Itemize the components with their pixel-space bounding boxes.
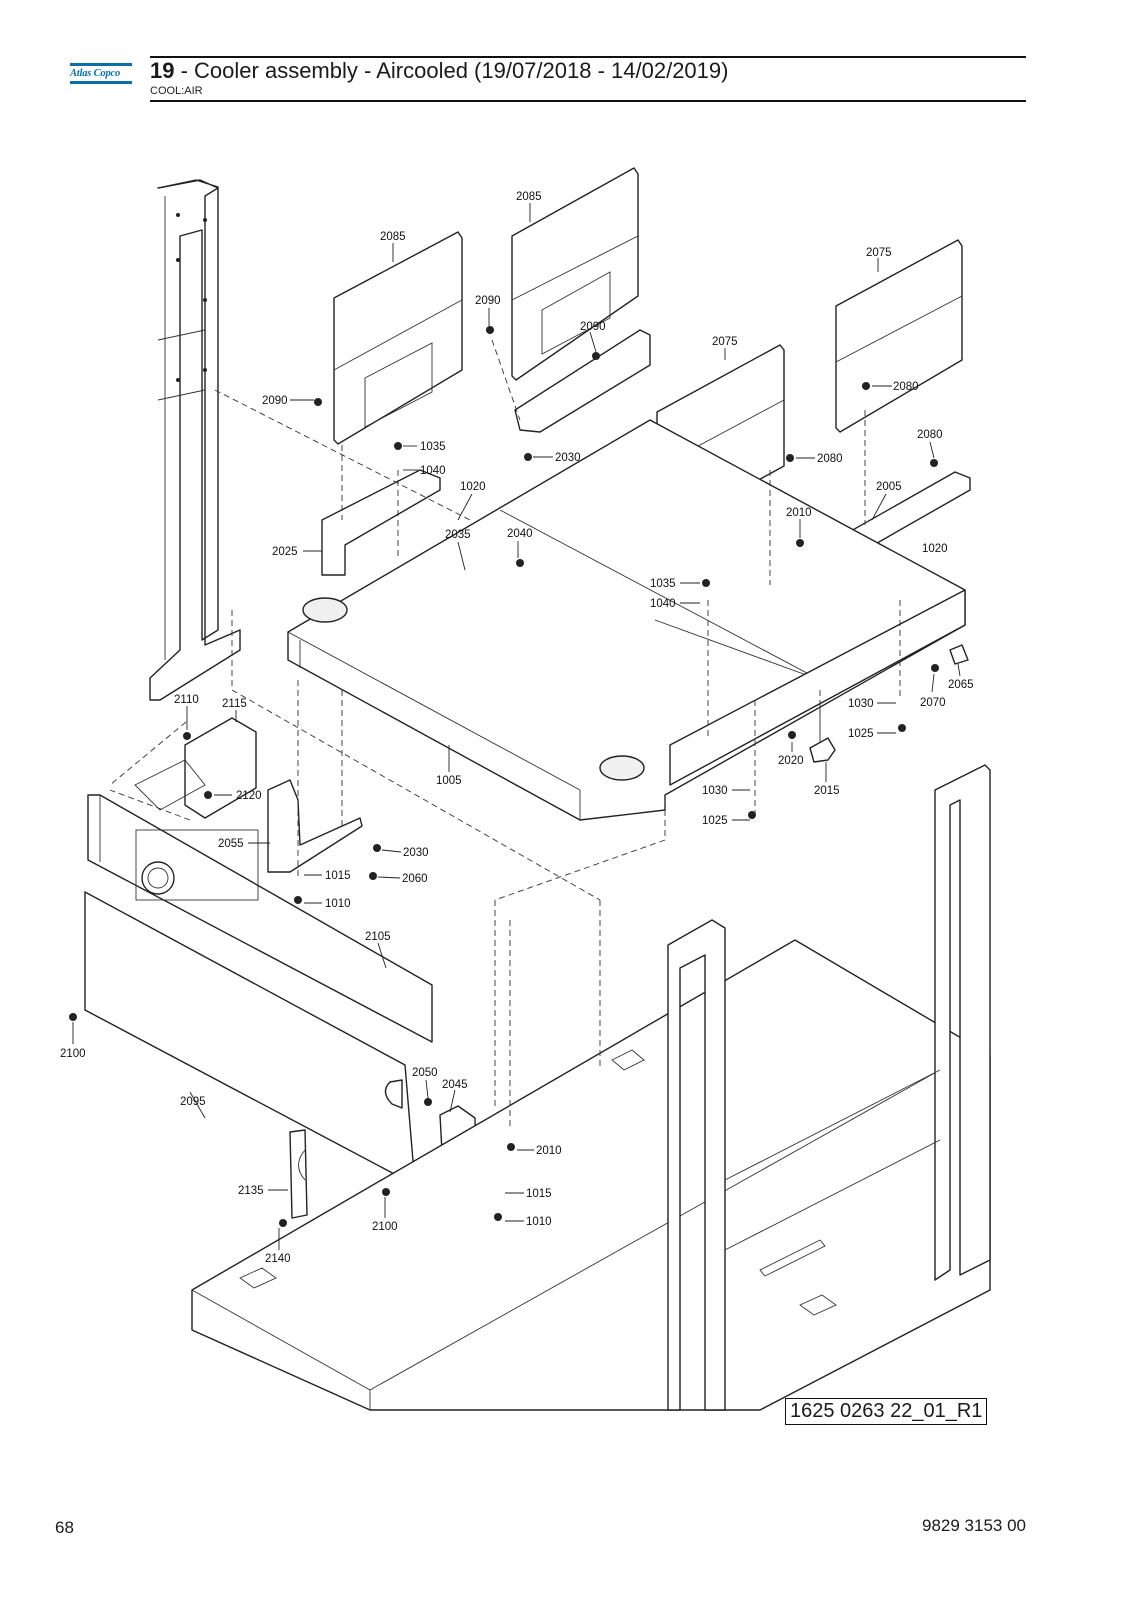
callout-label: 2035 bbox=[445, 529, 471, 541]
callout-label: 2110 bbox=[174, 694, 199, 706]
callout-label: 2080 bbox=[817, 453, 843, 465]
panel-2085-left bbox=[333, 231, 463, 445]
base-frame bbox=[191, 764, 991, 1411]
callout-label: 2095 bbox=[180, 1096, 206, 1108]
callout-label: 2100 bbox=[60, 1048, 86, 1060]
panel-2085-center bbox=[511, 167, 639, 381]
callout-label: 2080 bbox=[893, 381, 919, 393]
page-number: 68 bbox=[55, 1518, 74, 1537]
callout-label: 2115 bbox=[222, 698, 247, 710]
callout-label: 2010 bbox=[536, 1145, 562, 1157]
rail-2025 bbox=[321, 329, 651, 576]
callout-label: 1015 bbox=[526, 1188, 552, 1200]
callout-label: 1020 bbox=[922, 543, 948, 555]
callout-label: 2015 bbox=[814, 785, 840, 797]
callout-label: 1010 bbox=[526, 1216, 552, 1228]
callout-label: 1035 bbox=[420, 441, 446, 453]
callout-label: 2020 bbox=[778, 755, 804, 767]
callout-label: 2120 bbox=[236, 790, 262, 802]
callout-label: 2065 bbox=[948, 679, 974, 691]
callout-label: 2040 bbox=[507, 528, 533, 540]
section-title: - Cooler assembly - Aircooled (19/07/201… bbox=[174, 58, 729, 83]
callout-label: 2135 bbox=[238, 1185, 264, 1197]
callout-label: 2090 bbox=[580, 321, 606, 333]
leader-lines bbox=[72, 203, 961, 1250]
logo-bar-top bbox=[70, 63, 132, 66]
section-number: 19 bbox=[150, 58, 175, 83]
callout-label: 2030 bbox=[403, 847, 429, 859]
callout-label: 1010 bbox=[325, 898, 351, 910]
drawing-id: 1625 0263 22_01_R1 bbox=[785, 1398, 988, 1425]
cooler-core-1005 bbox=[287, 419, 966, 821]
panel-2075-right bbox=[835, 239, 963, 433]
callout-label: 2030 bbox=[555, 452, 581, 464]
callout-label: 2005 bbox=[876, 481, 902, 493]
bracket-2055 bbox=[267, 779, 363, 873]
left-frame-post bbox=[149, 179, 241, 701]
cover-2115 bbox=[134, 717, 257, 819]
callout-label: 1030 bbox=[702, 785, 728, 797]
callout-label: 1040 bbox=[420, 465, 446, 477]
callout-label: 2060 bbox=[402, 873, 428, 885]
page-title: 19 - Cooler assembly - Aircooled (19/07/… bbox=[150, 58, 728, 84]
header-rule-top bbox=[150, 56, 1026, 58]
assembly-guide-lines bbox=[109, 339, 901, 1130]
fasteners bbox=[69, 326, 969, 1227]
callout-label: 1035 bbox=[650, 578, 676, 590]
atlas-copco-logo: Atlas Copco bbox=[70, 62, 132, 92]
callout-label: 2085 bbox=[516, 191, 542, 203]
callout-label: 2075 bbox=[866, 247, 892, 259]
callout-label: 1005 bbox=[436, 775, 462, 787]
logo-bar-bottom bbox=[70, 81, 132, 84]
callout-label: 2010 bbox=[786, 507, 812, 519]
page-subtitle: COOL:AIR bbox=[150, 85, 203, 97]
callout-label: 2080 bbox=[917, 429, 943, 441]
callout-label: 1040 bbox=[650, 598, 676, 610]
callout-label: 2050 bbox=[412, 1067, 438, 1079]
callout-label: 2045 bbox=[442, 1079, 468, 1091]
logo-wordmark: Atlas Copco bbox=[70, 68, 121, 79]
callout-label: 2085 bbox=[380, 231, 406, 243]
callout-labels: 2085 2085 2075 2075 2090 2090 2090 2080 … bbox=[60, 191, 974, 1265]
callout-label: 1020 bbox=[460, 481, 486, 493]
callout-label: 1015 bbox=[325, 870, 351, 882]
callout-label: 2055 bbox=[218, 838, 244, 850]
callout-label: 1030 bbox=[848, 698, 874, 710]
bracket-2135 bbox=[289, 1129, 308, 1219]
callout-label: 2090 bbox=[475, 295, 501, 307]
callout-label: 2025 bbox=[272, 546, 298, 558]
document-number: 9829 3153 00 bbox=[922, 1516, 1026, 1535]
callout-label: 1025 bbox=[702, 815, 728, 827]
callout-label: 2105 bbox=[365, 931, 391, 943]
callout-label: 2075 bbox=[712, 336, 738, 348]
callout-label: 2140 bbox=[265, 1253, 291, 1265]
panel-2105 bbox=[87, 794, 433, 1043]
callout-label: 1025 bbox=[848, 728, 874, 740]
header-rule-bottom bbox=[150, 100, 1026, 102]
callout-label: 2090 bbox=[262, 395, 288, 407]
callout-label: 2100 bbox=[372, 1221, 398, 1233]
callout-label: 2070 bbox=[920, 697, 946, 709]
